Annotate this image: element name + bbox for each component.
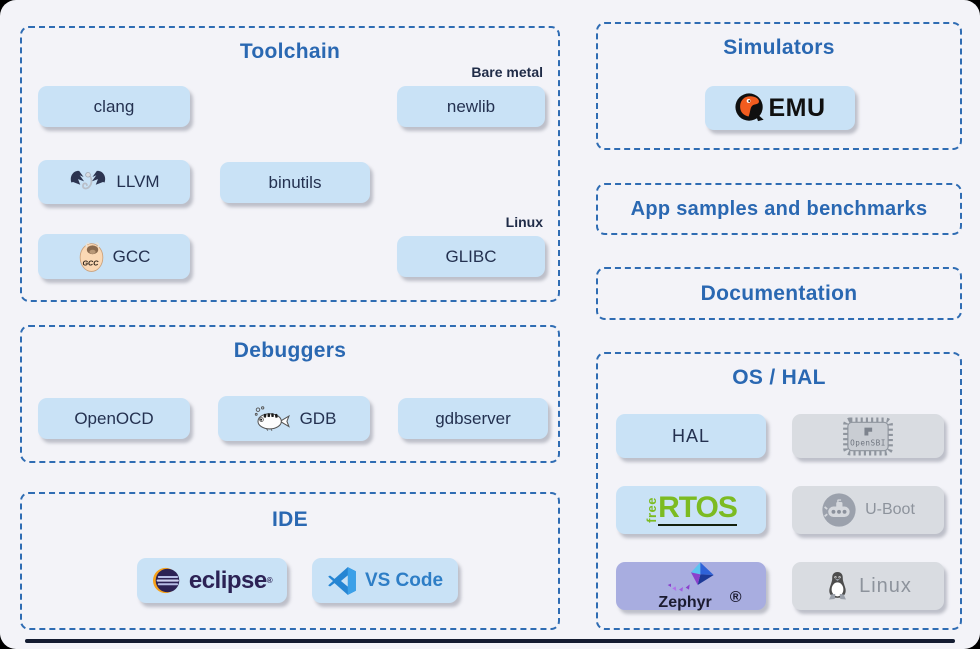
- eclipse-trademark: ®: [266, 575, 273, 585]
- gcc-label: GCC: [112, 246, 151, 266]
- zephyr-logo: Zephyr ®: [640, 561, 742, 611]
- zephyr-trademark: ®: [729, 589, 742, 606]
- opensbi-chip-text: OpenSBI: [850, 438, 886, 447]
- chip-zephyr[interactable]: Zephyr ®: [616, 561, 766, 611]
- zephyr-wordmark: Zephyr: [658, 594, 712, 611]
- chip-hal[interactable]: HAL: [616, 414, 766, 458]
- toolchain-title: Toolchain: [239, 40, 341, 63]
- chip-qemu[interactable]: EMU: [705, 86, 855, 130]
- chip-linux[interactable]: Linux: [792, 562, 944, 610]
- chip-gdb[interactable]: GDB: [218, 396, 370, 441]
- chip-glibc[interactable]: GLIBC: [397, 236, 545, 277]
- chip-vscode[interactable]: VS Code: [312, 558, 458, 603]
- chip-gcc[interactable]: GCC GCC: [38, 234, 190, 279]
- chip-clang[interactable]: clang: [38, 86, 190, 127]
- gdb-label: GDB: [299, 408, 337, 428]
- simulators-title: Simulators: [723, 36, 835, 59]
- panel-ide: IDE eclipse ®: [20, 492, 560, 630]
- freertos-wordmark: free RTOS: [644, 492, 738, 527]
- chip-llvm[interactable]: LLVM: [38, 160, 190, 204]
- gcc-egg-icon: GCC: [78, 240, 105, 273]
- panel-documentation: Documentation: [596, 267, 962, 320]
- linux-label: Linux: [859, 574, 912, 597]
- chip-openocd[interactable]: OpenOCD: [38, 398, 190, 439]
- qemu-wordmark: EMU: [768, 93, 826, 122]
- freertos-free-text: free: [644, 497, 660, 523]
- eclipse-wordmark: eclipse: [188, 566, 267, 594]
- uboot-label: U-Boot: [865, 501, 915, 518]
- os-hal-title: OS / HAL: [732, 366, 826, 389]
- clang-label: clang: [93, 96, 135, 116]
- panel-simulators: Simulators EMU: [596, 22, 962, 150]
- bottom-accent-bar: [25, 639, 955, 643]
- app-samples-title: App samples and benchmarks: [630, 197, 928, 220]
- label-linux: Linux: [505, 214, 543, 230]
- ide-title: IDE: [272, 508, 308, 531]
- chip-opensbi[interactable]: OpenSBI: [792, 414, 944, 458]
- label-bare-metal: Bare metal: [471, 64, 543, 80]
- qemu-bird-icon: [734, 92, 766, 124]
- eclipse-sphere-icon: [152, 566, 181, 595]
- chip-freertos[interactable]: free RTOS: [616, 486, 766, 534]
- llvm-dragon-icon: [68, 167, 108, 198]
- chip-uboot[interactable]: U-Boot: [792, 486, 944, 534]
- documentation-title: Documentation: [700, 281, 858, 305]
- newlib-label: newlib: [446, 96, 496, 116]
- vscode-wordmark: VS Code: [364, 569, 444, 591]
- gdb-fish-icon: [252, 405, 292, 433]
- gdbserver-label: gdbserver: [435, 408, 511, 428]
- uboot-submarine-icon: [821, 492, 857, 528]
- chip-gdbserver[interactable]: gdbserver: [398, 398, 548, 439]
- opensbi-chip-icon: OpenSBI: [838, 414, 898, 459]
- llvm-label: LLVM: [116, 172, 160, 191]
- openocd-label: OpenOCD: [74, 408, 154, 428]
- debuggers-title: Debuggers: [233, 339, 347, 362]
- panel-toolchain: Toolchain Bare metal Linux clang newlib …: [20, 26, 560, 302]
- chip-eclipse[interactable]: eclipse ®: [137, 558, 287, 603]
- glibc-label: GLIBC: [445, 246, 497, 266]
- binutils-label: binutils: [268, 172, 322, 192]
- gcc-egg-text: GCC: [82, 258, 99, 267]
- freertos-rtos-text: RTOS: [658, 492, 738, 527]
- zephyr-kite-icon: [660, 561, 722, 593]
- chip-binutils[interactable]: binutils: [220, 162, 370, 203]
- chip-newlib[interactable]: newlib: [397, 86, 545, 127]
- panel-debuggers: Debuggers OpenOCD: [20, 325, 560, 463]
- tux-icon: [824, 570, 851, 602]
- panel-app-samples: App samples and benchmarks: [596, 183, 962, 235]
- hal-label: HAL: [671, 425, 710, 446]
- vscode-icon: [327, 566, 357, 596]
- panel-os-hal: OS / HAL HAL OpenSBI free RTOS: [596, 352, 962, 630]
